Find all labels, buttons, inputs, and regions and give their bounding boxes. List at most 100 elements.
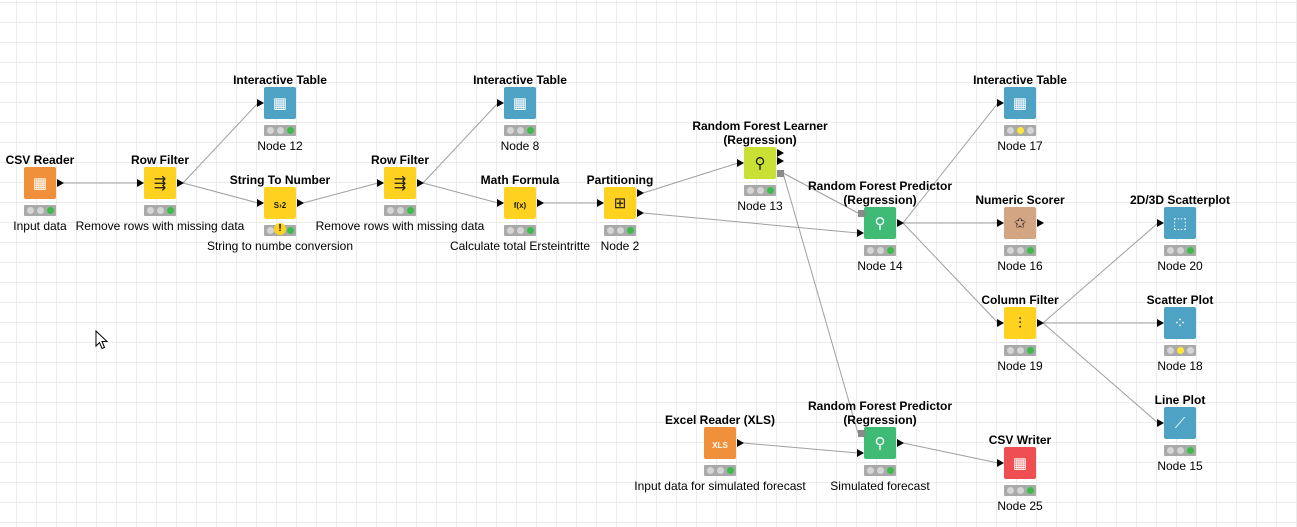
string-to-number-icon[interactable]: S›2 xyxy=(264,187,296,219)
yellow-light xyxy=(1176,347,1184,354)
data-output-port[interactable] xyxy=(737,439,744,447)
scatter-icon[interactable]: ⁘ xyxy=(1164,307,1196,339)
node-label[interactable]: Node 17 xyxy=(997,139,1043,153)
data-input-port[interactable] xyxy=(997,99,1004,107)
node-partitioning[interactable]: Partitioning⊞Node 2 xyxy=(530,157,710,267)
node-label[interactable]: Calculate total Ersteintritte xyxy=(449,239,591,253)
table-export-icon[interactable]: ▦ xyxy=(1004,447,1036,479)
node-row-filter-1[interactable]: Row Filter⇶Remove rows with missing data xyxy=(70,137,250,247)
node-row-filter-2[interactable]: Row Filter⇶Remove rows with missing data xyxy=(310,137,490,247)
data-input-port[interactable] xyxy=(857,449,864,457)
node-interactive-table-3[interactable]: Interactive Table▦Node 17 xyxy=(930,57,1110,167)
forest-predictor-icon[interactable]: ⚲ xyxy=(864,427,896,459)
data-output-port[interactable] xyxy=(897,219,904,227)
node-label[interactable]: Node 25 xyxy=(997,499,1043,513)
table-icon[interactable]: ▦ xyxy=(1004,87,1036,119)
data-input-port[interactable] xyxy=(257,99,264,107)
node-label[interactable]: Node 15 xyxy=(1157,459,1203,473)
table-import-icon[interactable]: ▦ xyxy=(24,167,56,199)
node-label[interactable]: Node 12 xyxy=(257,139,303,153)
node-interactive-table-1[interactable]: Interactive Table▦Node 12 xyxy=(190,57,370,167)
node-label[interactable]: Remove rows with missing data xyxy=(315,219,485,233)
node-label[interactable]: Node 14 xyxy=(857,259,903,273)
data-output-port[interactable] xyxy=(297,199,304,207)
node-label[interactable]: Node 13 xyxy=(737,199,783,213)
data-input-port[interactable] xyxy=(857,229,864,237)
node-rf-predictor-1[interactable]: Random Forest Predictor (Regression)⚲Nod… xyxy=(790,177,970,287)
data-input-port[interactable] xyxy=(257,199,264,207)
node-label[interactable]: Node 16 xyxy=(997,259,1043,273)
data-input-port[interactable] xyxy=(497,99,504,107)
data-input-port[interactable] xyxy=(1157,319,1164,327)
node-glyph: ⚲ xyxy=(874,434,886,452)
node-label[interactable]: Input data for simulated forecast xyxy=(634,479,806,493)
node-label[interactable]: Simulated forecast xyxy=(830,479,930,493)
scorer-icon[interactable]: ✩ xyxy=(1004,207,1036,239)
node-csv-writer[interactable]: CSV Writer▦Node 25 xyxy=(930,417,1110,527)
data-input-port[interactable] xyxy=(1157,219,1164,227)
node-numeric-scorer[interactable]: Numeric Scorer✩Node 16 xyxy=(930,177,1110,287)
data-input-port[interactable] xyxy=(1157,419,1164,427)
node-scatter-plot[interactable]: Scatter Plot⁘Node 18 xyxy=(1090,277,1270,387)
node-label[interactable]: Node 8 xyxy=(500,139,540,153)
node-csv-reader[interactable]: CSV Reader▦Input data xyxy=(0,137,130,247)
partition-icon[interactable]: ⊞ xyxy=(604,187,636,219)
data-output-port[interactable] xyxy=(637,189,644,197)
forest-predictor-icon[interactable]: ⚲ xyxy=(864,207,896,239)
row-filter-icon[interactable]: ⇶ xyxy=(144,167,176,199)
line-plot-icon[interactable]: ⟋ xyxy=(1164,407,1196,439)
node-rf-predictor-2[interactable]: Random Forest Predictor (Regression) ⚲ Sim… xyxy=(790,397,970,507)
off-light xyxy=(876,467,884,474)
node-label[interactable]: Node 20 xyxy=(1157,259,1203,273)
node-label[interactable]: Remove rows with missing data xyxy=(75,219,245,233)
data-input-port[interactable] xyxy=(737,159,744,167)
data-input-port[interactable] xyxy=(997,219,1004,227)
node-label[interactable]: Node 18 xyxy=(1157,359,1203,373)
node-label[interactable]: Node 19 xyxy=(997,359,1043,373)
green-light xyxy=(46,207,54,214)
data-output-port[interactable] xyxy=(1037,219,1044,227)
node-title: Random Forest Predictor (Regression) xyxy=(807,399,953,427)
data-output-port[interactable] xyxy=(177,179,184,187)
node-status-indicator xyxy=(704,465,736,476)
data-input-port[interactable] xyxy=(997,459,1004,467)
row-filter-icon[interactable]: ⇶ xyxy=(384,167,416,199)
data-input-port[interactable] xyxy=(497,199,504,207)
node-label[interactable]: Input data xyxy=(13,219,67,233)
data-output-port[interactable] xyxy=(57,179,64,187)
green-light xyxy=(1186,247,1194,254)
node-column-filter[interactable]: Column Filter⫶Node 19 xyxy=(930,277,1110,387)
xls-icon[interactable]: XLS xyxy=(704,427,736,459)
node-interactive-table-2[interactable]: Interactive Table▦Node 8 xyxy=(430,57,610,167)
formula-icon[interactable]: f(x) xyxy=(504,187,536,219)
node-rf-learner[interactable]: Random Forest Learner (Regression)⚲Node … xyxy=(670,117,850,227)
column-filter-icon[interactable]: ⫶ xyxy=(1004,307,1036,339)
data-output-port[interactable] xyxy=(777,157,784,165)
node-scatterplot-3d[interactable]: 2D/3D Scatterplot⬚Node 20 xyxy=(1090,177,1270,287)
data-output-port[interactable] xyxy=(537,199,544,207)
data-output-port[interactable] xyxy=(637,209,644,217)
data-output-port[interactable] xyxy=(1037,319,1044,327)
data-input-port[interactable] xyxy=(597,199,604,207)
table-icon[interactable]: ▦ xyxy=(264,87,296,119)
table-icon[interactable]: ▦ xyxy=(504,87,536,119)
warning-icon[interactable]: ! xyxy=(274,223,286,235)
node-label[interactable]: Node 2 xyxy=(600,239,640,253)
forest-learner-icon[interactable]: ⚲ xyxy=(744,147,776,179)
data-output-port[interactable] xyxy=(777,149,784,157)
model-input-port[interactable] xyxy=(858,209,865,217)
model-input-port[interactable] xyxy=(858,429,865,437)
data-input-port[interactable] xyxy=(137,179,144,187)
data-output-port[interactable] xyxy=(897,439,904,447)
node-label[interactable]: String to numbe conversion xyxy=(206,239,354,253)
node-line-plot[interactable]: Line Plot⟋Node 15 xyxy=(1090,377,1270,487)
model-output-port[interactable] xyxy=(777,169,784,177)
data-input-port[interactable] xyxy=(997,319,1004,327)
cube-icon[interactable]: ⬚ xyxy=(1164,207,1196,239)
data-input-port[interactable] xyxy=(377,179,384,187)
data-output-port[interactable] xyxy=(417,179,424,187)
